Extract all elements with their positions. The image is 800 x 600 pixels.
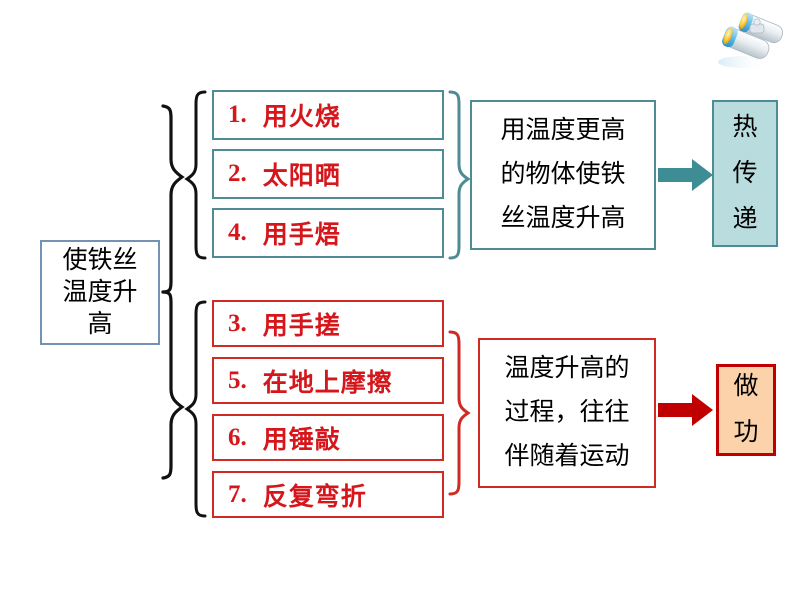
result-label-heat-transfer: 热 传 递 (732, 105, 757, 243)
conclusion-line-1: 温度升高的 (504, 355, 630, 382)
conclusion-line-1: 用温度更高 (500, 117, 626, 144)
item-box-7: 7. 反复弯折 (212, 471, 444, 518)
item-label: 在地上摩擦 (262, 369, 393, 397)
item-box-3: 3. 用手搓 (212, 300, 444, 347)
result-char-1: 做 (733, 373, 759, 400)
root-node-box: 使铁丝 温度升 高 (40, 240, 160, 345)
conclusion-line-2: 过程，往往 (504, 399, 630, 426)
group1-right-brace (448, 90, 471, 260)
item-label: 太阳晒 (262, 163, 341, 190)
item-box-6: 6. 用锤敲 (212, 414, 444, 461)
group2-right-brace (448, 330, 471, 496)
item-label: 用火烧 (262, 104, 341, 131)
arrow-doing-work (658, 394, 713, 426)
item-box-1: 1. 用火烧 (212, 90, 444, 140)
root-line-2: 温度升 (62, 278, 138, 306)
item-number: 3. (228, 309, 247, 337)
root-brace-upper (161, 104, 185, 294)
result-char-2: 功 (733, 419, 759, 446)
item-number: 4. (228, 219, 247, 246)
result-char-2: 传 (732, 159, 758, 187)
result-char-3: 递 (732, 205, 758, 233)
item-number: 7. (228, 480, 247, 508)
item-label: 反复弯折 (262, 483, 367, 511)
item-number: 5. (228, 366, 247, 394)
conclusion-box-heat-transfer: 用温度更高 的物体使铁 丝温度升高 (470, 100, 656, 250)
item-label: 用锤敲 (262, 426, 341, 454)
item-box-2: 2. 太阳晒 (212, 149, 444, 199)
result-char-1: 热 (732, 113, 758, 141)
result-label-doing-work: 做 功 (733, 364, 758, 456)
item-box-5: 5. 在地上摩擦 (212, 357, 444, 404)
group1-left-brace (184, 90, 207, 260)
result-box-doing-work: 做 功 (716, 364, 776, 456)
item-box-4: 4. 用手焐 (212, 208, 444, 258)
item-label: 用手焐 (262, 222, 341, 249)
conclusion-box-doing-work: 温度升高的 过程，往往 伴随着运动 (478, 338, 656, 488)
conclusion-text-heat-transfer: 用温度更高 的物体使铁 丝温度升高 (500, 109, 625, 241)
arrow-heat-transfer (658, 159, 713, 191)
conclusion-line-3: 伴随着运动 (504, 443, 630, 470)
item-label: 用手搓 (262, 312, 341, 340)
item-number: 6. (228, 423, 247, 451)
root-brace-lower (161, 290, 185, 480)
conclusion-line-2: 的物体使铁 (500, 161, 626, 188)
result-box-heat-transfer: 热 传 递 (712, 100, 778, 247)
group2-left-brace (184, 300, 207, 518)
root-line-1: 使铁丝 (62, 246, 138, 274)
conclusion-text-doing-work: 温度升高的 过程，往往 伴随着运动 (504, 347, 629, 479)
root-node-label: 使铁丝 温度升 高 (62, 245, 137, 341)
root-line-3: 高 (87, 310, 113, 338)
binoculars-icon (710, 8, 788, 72)
item-number: 1. (228, 101, 247, 128)
item-number: 2. (228, 160, 247, 187)
conclusion-line-3: 丝温度升高 (500, 205, 626, 232)
